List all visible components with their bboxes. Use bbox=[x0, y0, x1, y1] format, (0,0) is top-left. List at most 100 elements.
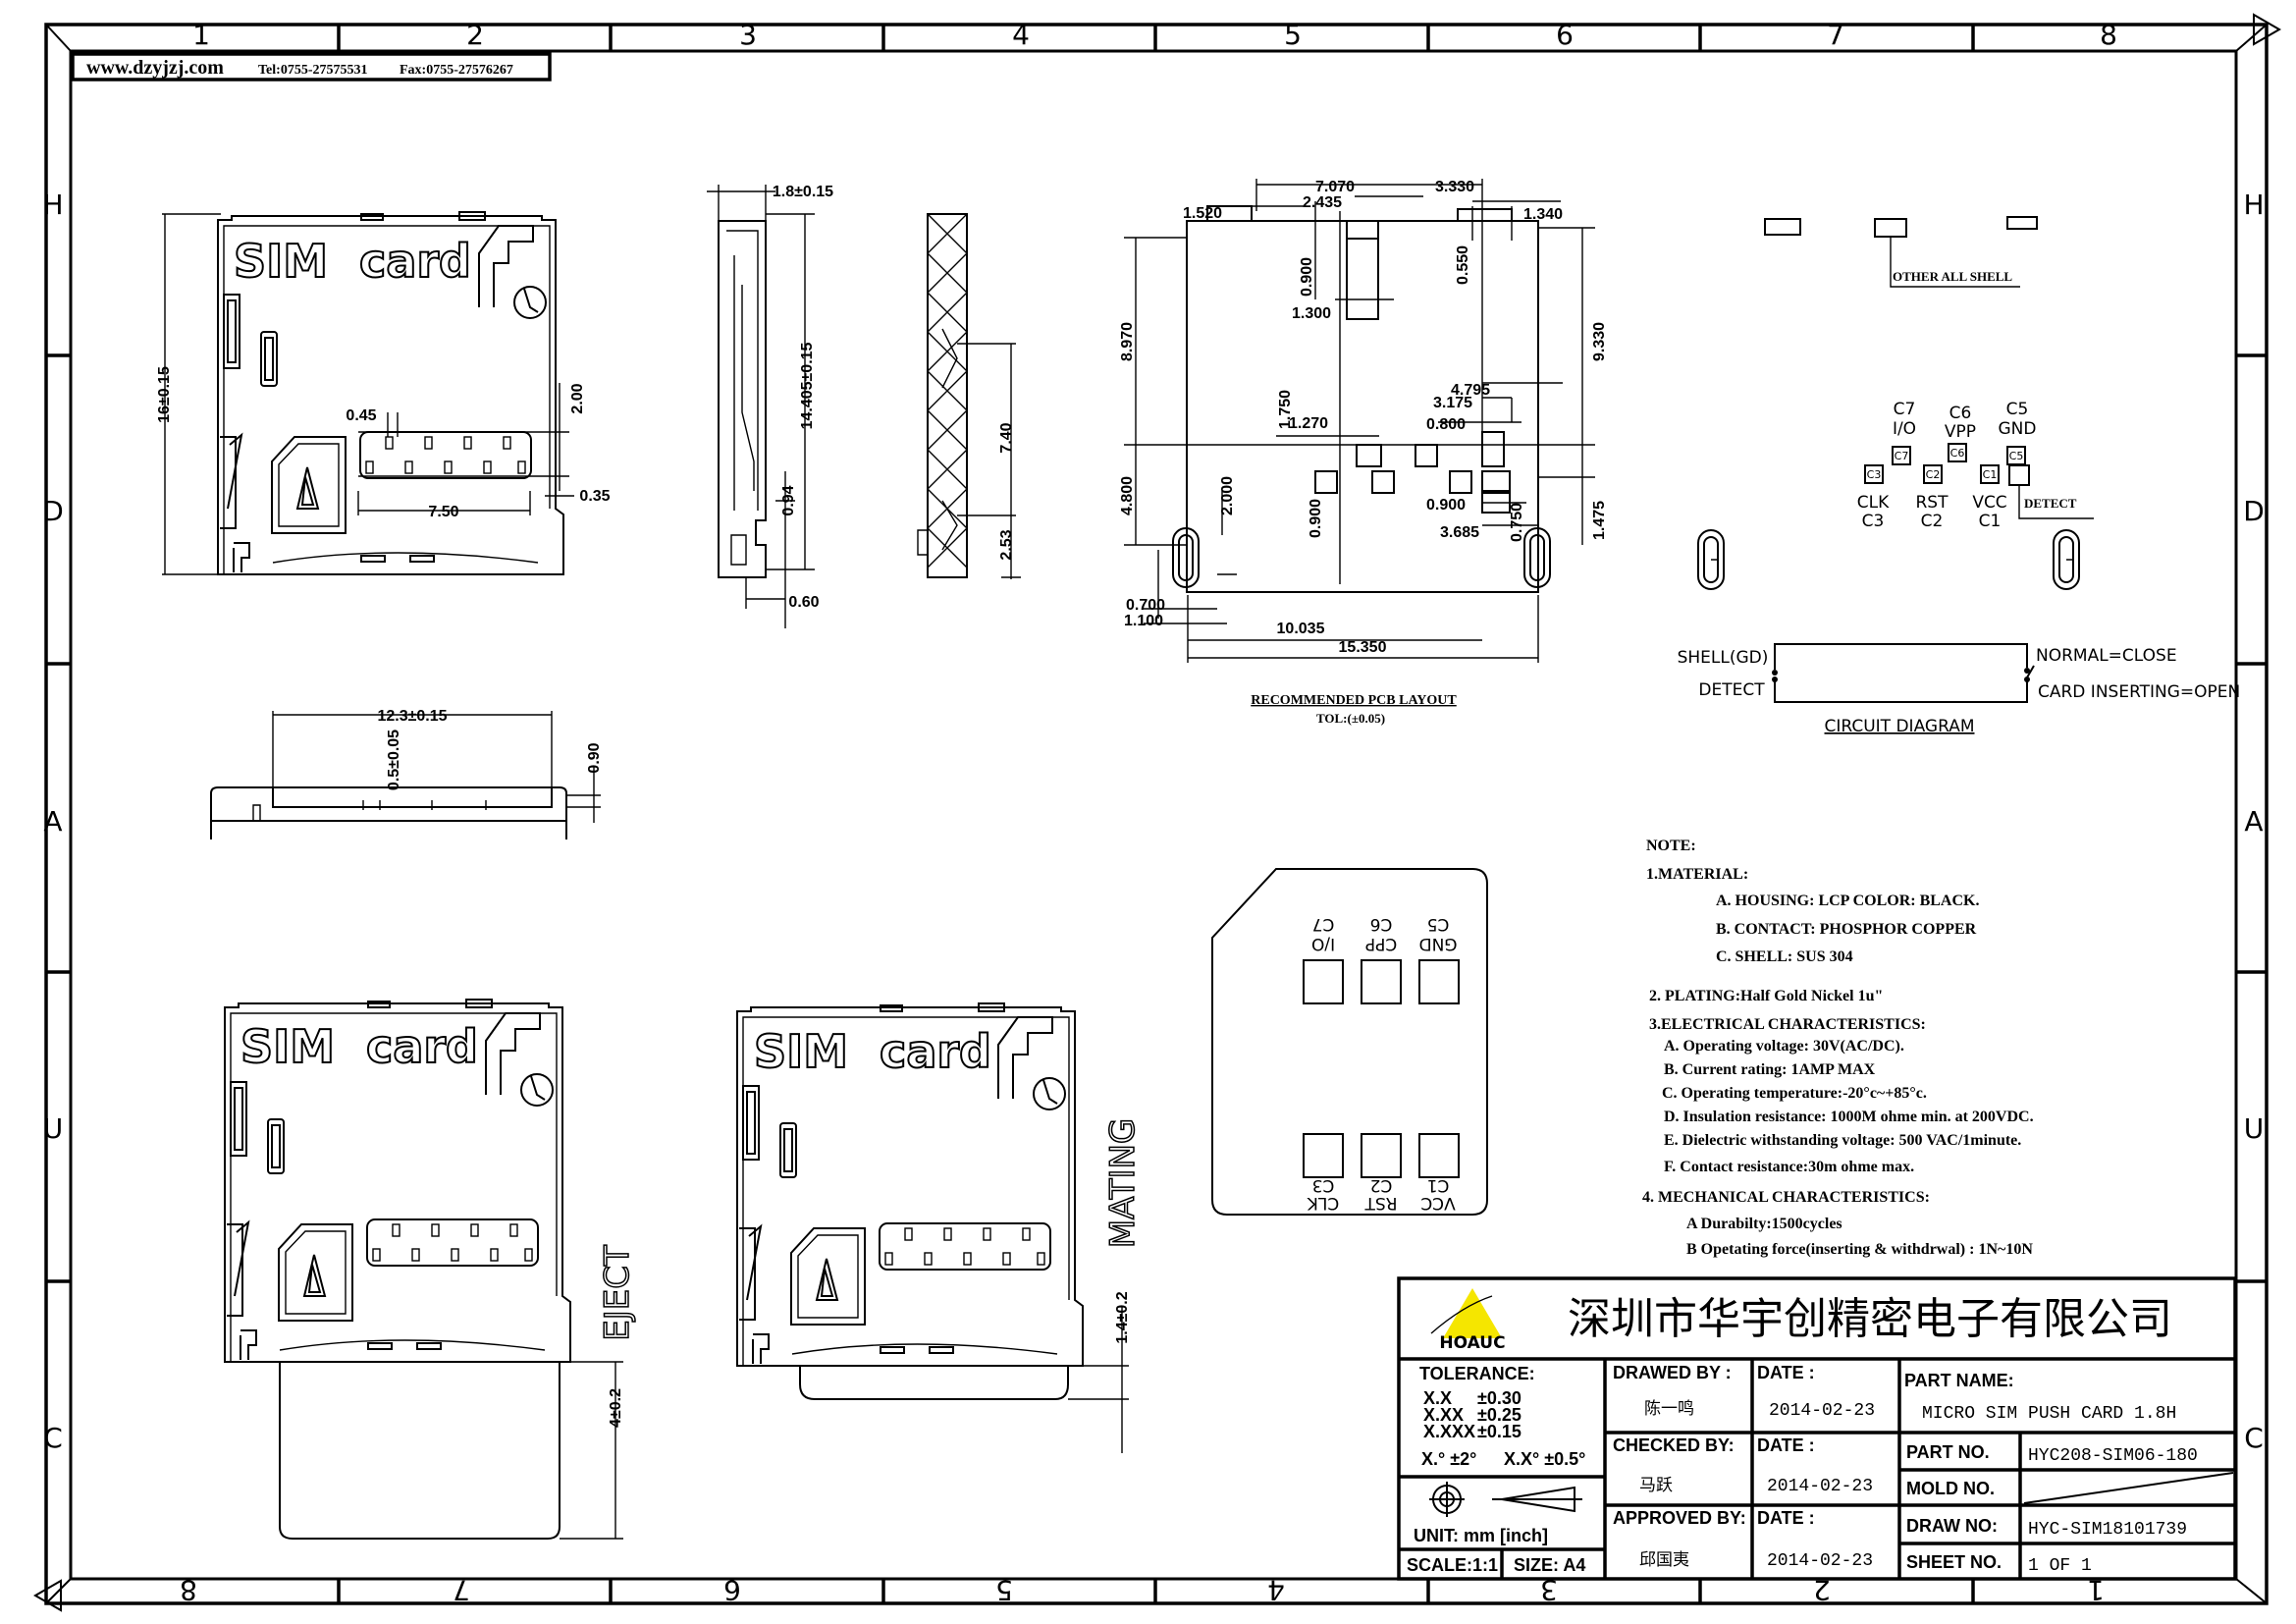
pcb-dim: 7.070 bbox=[1315, 179, 1355, 195]
date-label: DATE : bbox=[1757, 1508, 1815, 1528]
pad-id: C6 bbox=[1950, 447, 1965, 460]
pin-id: C6 bbox=[1949, 404, 1972, 423]
hatched-view: 7.40 2.53 bbox=[917, 213, 1021, 579]
front-view: 12.3±0.15 0.5±0.05 0.90 bbox=[210, 708, 603, 839]
checked-by: 马跃 bbox=[1639, 1476, 1673, 1495]
dim-foot: 0.60 bbox=[788, 594, 819, 611]
pcb-dim: 0.900 bbox=[1299, 257, 1315, 297]
col-label: 7 bbox=[1827, 19, 1844, 51]
dim-side-length: 14.405±0.15 bbox=[799, 342, 816, 429]
row-label: C bbox=[43, 1422, 63, 1454]
row-label: U bbox=[43, 1112, 64, 1145]
dim-pitch: 0.45 bbox=[346, 407, 376, 424]
normal-close-label: NORMAL=CLOSE bbox=[2036, 646, 2177, 666]
dim-bottom: 2.53 bbox=[998, 529, 1015, 560]
logo-text: HOAUC bbox=[1439, 1333, 1505, 1353]
tel-text: Tel:0755-27575531 bbox=[258, 63, 367, 78]
pcb-dim: 0.900 bbox=[1426, 497, 1466, 514]
note-line: C. Operating temperature:-20°c~+85°c. bbox=[1662, 1085, 1927, 1102]
pin-id: C2 bbox=[1921, 512, 1944, 531]
pcb-dim: 0.800 bbox=[1426, 416, 1466, 433]
website-text: www.dzyjzj.com bbox=[86, 57, 224, 79]
note-line: 4. MECHANICAL CHARACTERISTICS: bbox=[1642, 1189, 1930, 1206]
detect-note: DETECT bbox=[2024, 496, 2077, 511]
company-logo: HOAUC bbox=[1430, 1288, 1506, 1353]
dim-offset: 0.35 bbox=[579, 488, 610, 505]
company-name: 深圳市华宇创精密电子有限公司 bbox=[1568, 1294, 2172, 1344]
pin-name: I/O bbox=[1893, 419, 1916, 439]
date-label: DATE : bbox=[1757, 1363, 1815, 1382]
row-label: U bbox=[2244, 1112, 2265, 1145]
col-label: 7 bbox=[453, 1574, 470, 1606]
card-pad-diagram: GND C5 CPP C6 I/O C7 VCC C1 RST C2 CLK C… bbox=[1211, 868, 1488, 1216]
angle-tol: X.X° ±0.5° bbox=[1504, 1449, 1585, 1469]
shell-label: SHELL(GD) bbox=[1678, 648, 1769, 668]
pcb-dim: 2.435 bbox=[1303, 194, 1342, 211]
pin-name: VPP bbox=[1945, 422, 1976, 442]
dim-front-height: 0.90 bbox=[586, 742, 603, 773]
angle-tol: X.° ±2° bbox=[1421, 1449, 1476, 1469]
top-view: SIM card 16±0.15 0.45 2.00 0.35 7.50 bbox=[156, 211, 611, 575]
notes: NOTE: 1.MATERIAL: A. HOUSING: LCP COLOR:… bbox=[1642, 838, 2034, 1258]
pcb-dim: 3.685 bbox=[1440, 524, 1479, 541]
note-line: B. CONTACT: PHOSPHOR COPPER bbox=[1716, 921, 1977, 938]
note-line: B Opetating force(inserting & withdrwal)… bbox=[1686, 1241, 2033, 1258]
size-label: SIZE: A4 bbox=[1514, 1555, 1585, 1575]
col-label: 5 bbox=[1284, 19, 1302, 51]
dim-length: 16±0.15 bbox=[156, 366, 173, 423]
pcb-dim: 1.750 bbox=[1277, 390, 1294, 429]
pcb-dim: 1.270 bbox=[1289, 415, 1328, 432]
shell-note: OTHER ALL SHELL bbox=[1893, 269, 2012, 284]
side-view: 1.8±0.15 14.405±0.15 0.94 0.60 bbox=[707, 184, 833, 628]
col-label: 5 bbox=[995, 1574, 1013, 1606]
row-label: D bbox=[2243, 495, 2265, 527]
pin-id: C3 bbox=[1862, 512, 1885, 531]
sheet-no-label: SHEET NO. bbox=[1906, 1552, 2002, 1572]
pcb-dim: 1.100 bbox=[1124, 613, 1163, 629]
pcb-dim: 1.475 bbox=[1591, 501, 1608, 540]
scale-label: SCALE:1:1 bbox=[1407, 1555, 1498, 1575]
approved-by-label: APPROVED BY: bbox=[1613, 1508, 1746, 1528]
tol-key: X.XX bbox=[1423, 1405, 1464, 1425]
draw-no-label: DRAW NO: bbox=[1906, 1516, 1998, 1536]
col-label: 8 bbox=[180, 1574, 197, 1606]
pcb-dim: 9.330 bbox=[1591, 322, 1608, 361]
note-line: A. HOUSING: LCP COLOR: BLACK. bbox=[1716, 893, 1979, 909]
dim-front-width: 12.3±0.15 bbox=[377, 708, 447, 725]
sim-card-label: SIM card bbox=[754, 1025, 991, 1078]
dim-mating: 1.4±0.2 bbox=[1114, 1291, 1131, 1343]
pcb-dim: 2.000 bbox=[1219, 476, 1236, 515]
drawed-by: 陈一鸣 bbox=[1644, 1399, 1694, 1419]
pad-name: RST bbox=[1364, 1193, 1398, 1213]
note-line: 2. PLATING:Half Gold Nickel 1u" bbox=[1649, 988, 1883, 1004]
tol-key: X.X bbox=[1423, 1388, 1452, 1408]
row-label: D bbox=[42, 495, 64, 527]
circuit-title: CIRCUIT DIAGRAM bbox=[1825, 717, 1975, 736]
sim-card-label: SIM card bbox=[234, 235, 471, 288]
unit-label: UNIT: mm [inch] bbox=[1414, 1526, 1548, 1545]
tol-value: ±0.25 bbox=[1477, 1405, 1522, 1425]
pcb-dim: 4.800 bbox=[1119, 476, 1136, 515]
pcb-dim: 0.700 bbox=[1126, 597, 1165, 614]
fax-text: Fax:0755-27576267 bbox=[400, 63, 513, 78]
pad-id: C3 bbox=[1312, 1175, 1335, 1195]
col-label: 3 bbox=[1540, 1574, 1558, 1606]
tol-key: X.XXX bbox=[1423, 1422, 1475, 1441]
date-value: 2014-02-23 bbox=[1767, 1477, 1873, 1496]
tol-value: ±0.15 bbox=[1477, 1422, 1522, 1441]
checked-by-label: CHECKED BY: bbox=[1613, 1435, 1735, 1455]
date-value: 2014-02-23 bbox=[1767, 1551, 1873, 1571]
tol-value: ±0.30 bbox=[1477, 1388, 1522, 1408]
pin-id: C5 bbox=[2006, 400, 2029, 419]
header-box: www.dzyjzj.com Tel:0755-27575531 Fax:075… bbox=[71, 52, 552, 81]
col-label: 8 bbox=[2100, 19, 2117, 51]
pad-id: C5 bbox=[2009, 450, 2024, 462]
note-line: 1.MATERIAL: bbox=[1646, 866, 1748, 883]
title-block: HOAUC 深圳市华宇创精密电子有限公司 TOLERANCE: X.X ±0.3… bbox=[1397, 1276, 2237, 1581]
pad-id: C2 bbox=[1926, 468, 1941, 481]
part-name: MICRO SIM PUSH CARD 1.8H bbox=[1922, 1404, 2176, 1424]
pcb-dim: 3.175 bbox=[1433, 395, 1472, 411]
row-label: H bbox=[2243, 189, 2264, 221]
pcb-layout-title: RECOMMENDED PCB LAYOUT bbox=[1251, 693, 1457, 708]
